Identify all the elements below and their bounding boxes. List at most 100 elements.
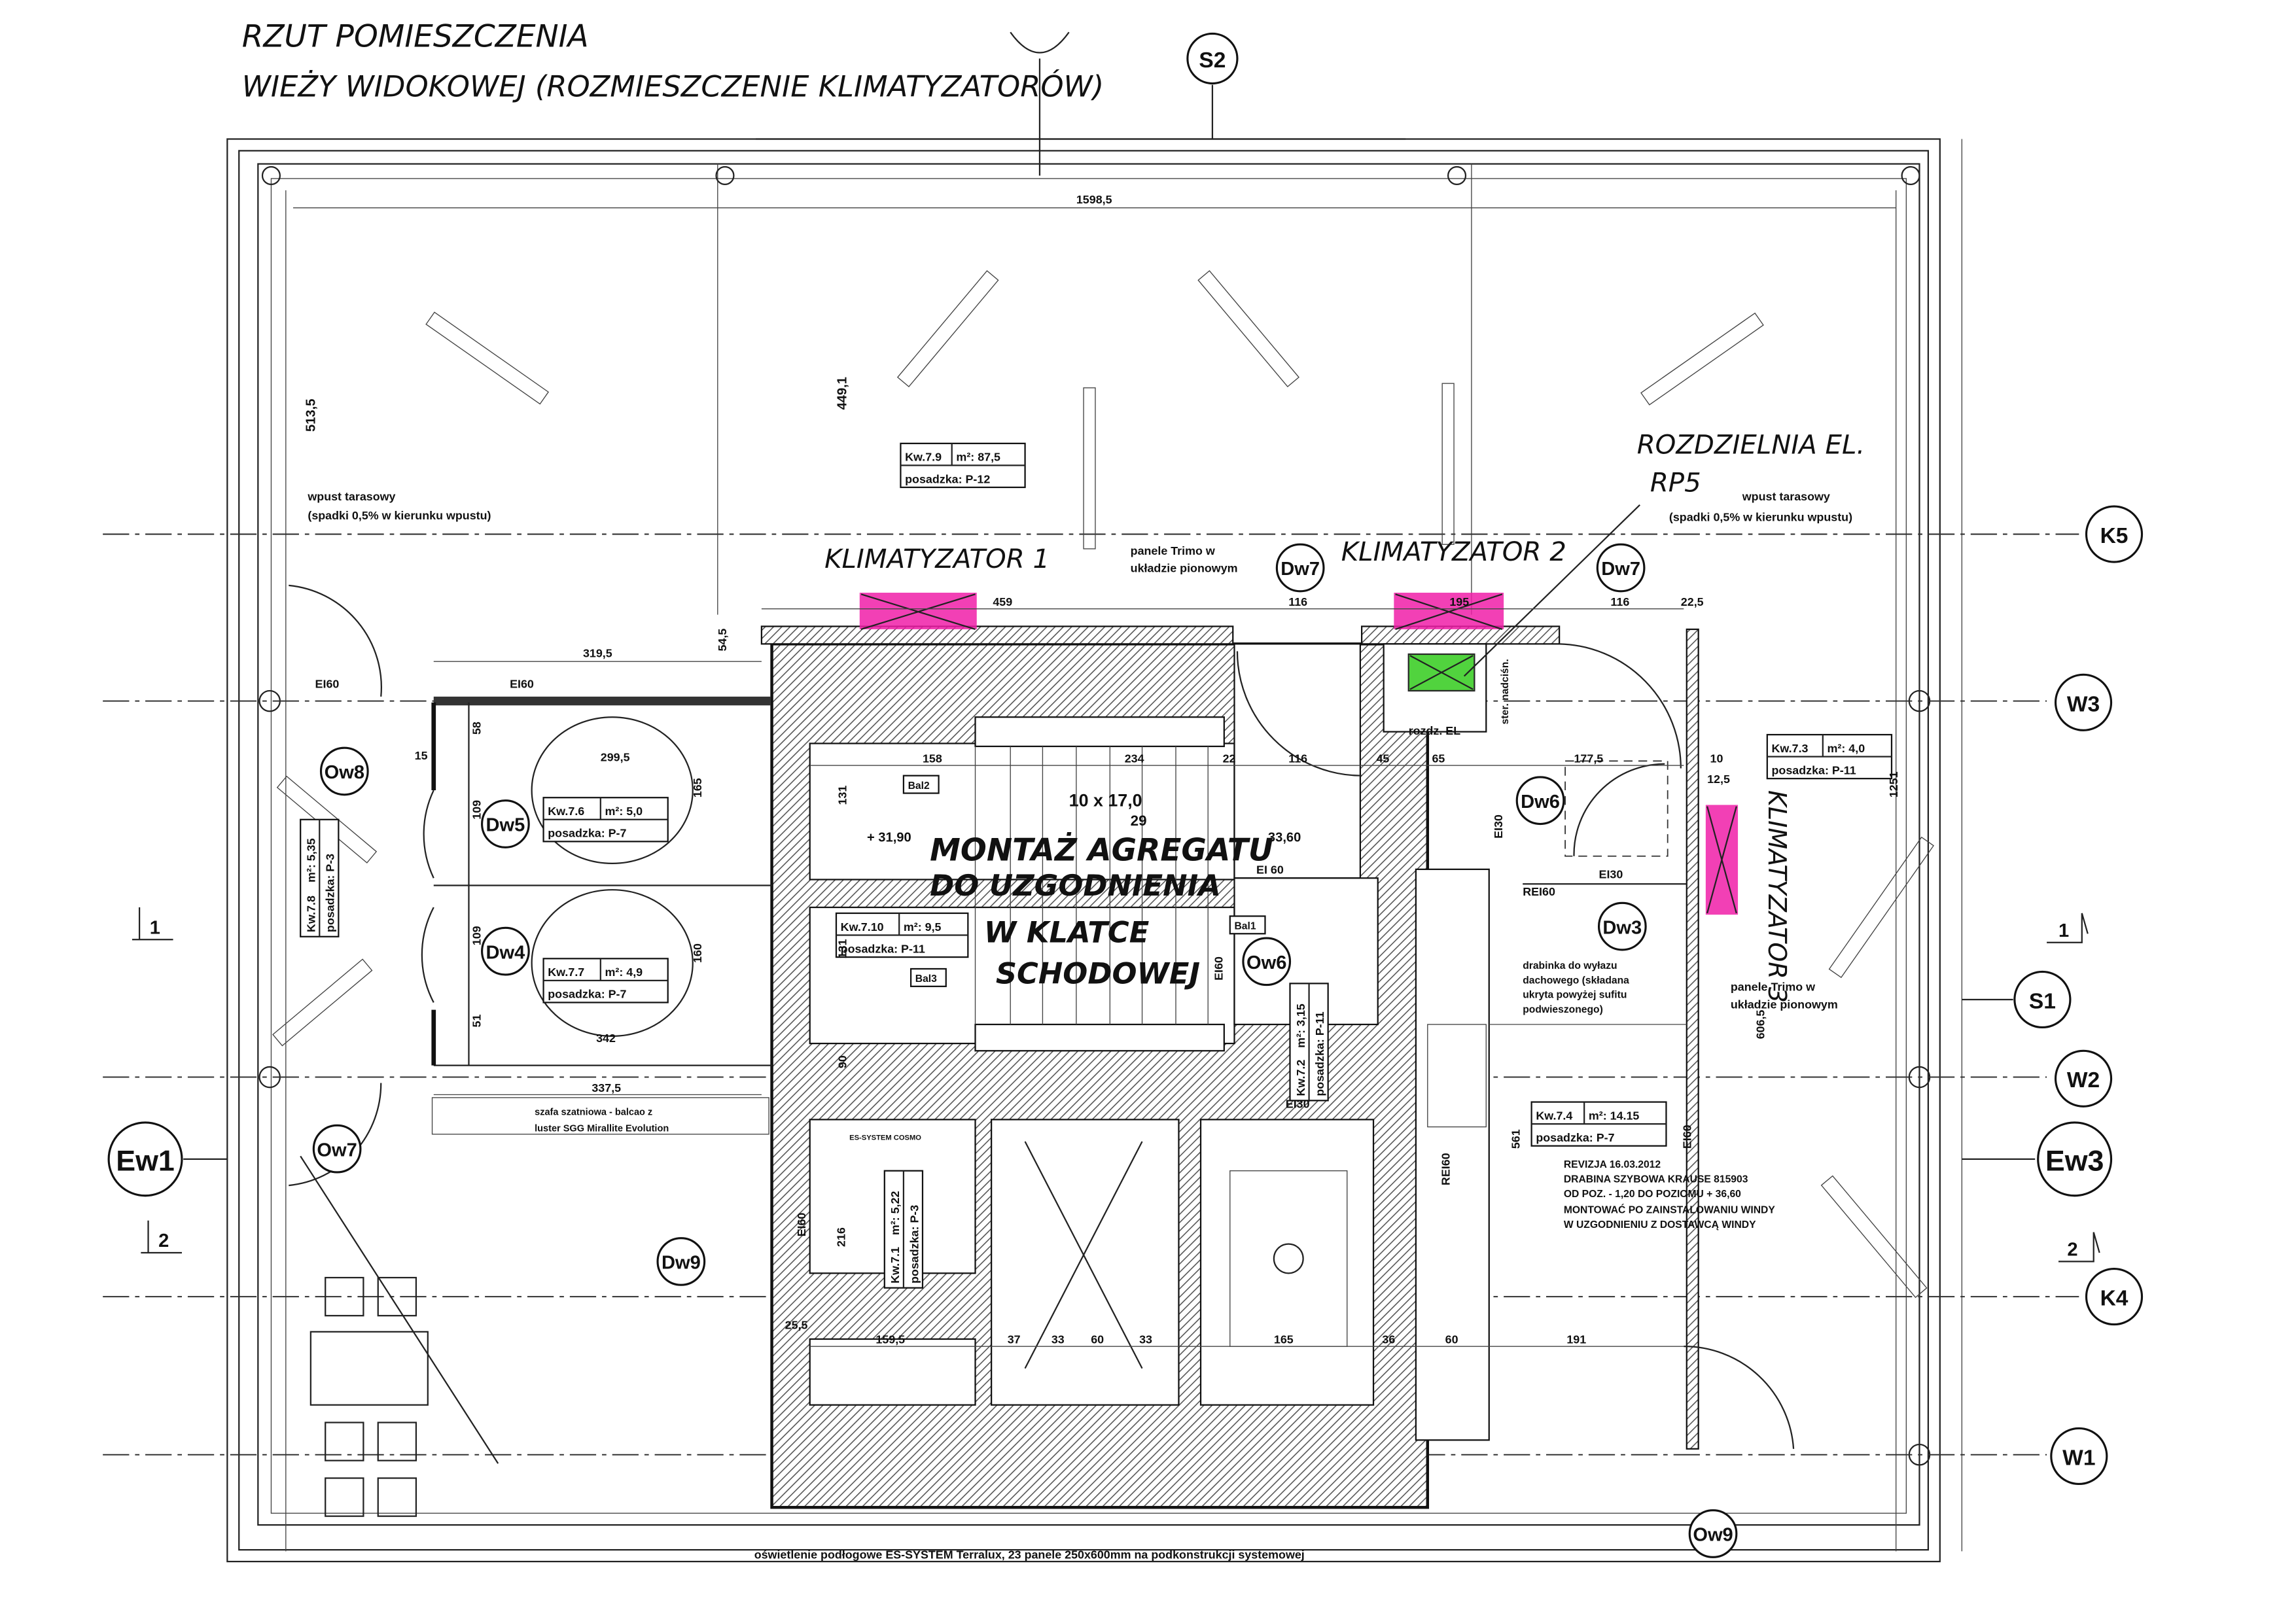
dimension: 459 xyxy=(993,595,1012,608)
right-rooms xyxy=(1236,643,1795,1449)
ac1-label: KLIMATYZATOR 1 xyxy=(824,544,1050,574)
room-area: m²: 14.15 xyxy=(1589,1109,1640,1122)
door-tag: Ow6 xyxy=(1246,952,1286,973)
revision-note: OD POZ. - 1,20 DO POZIOMU + 36,60 xyxy=(1564,1189,1741,1200)
axis-label-ew1: Ew1 xyxy=(116,1145,175,1178)
room-floor: posadzka: P-11 xyxy=(841,942,925,955)
room-id: Kw.7.7 xyxy=(548,966,584,979)
room-id: Kw.7.1 xyxy=(889,1247,902,1283)
axis-label-s1: S1 xyxy=(2029,989,2056,1013)
room-id: Kw.7.4 xyxy=(1536,1109,1572,1122)
dimension: 449,1 xyxy=(836,377,850,410)
dimension: 116 xyxy=(1610,595,1629,608)
title-line-2: WIEŻY WIDOKOWEJ (ROZMIESZCZENIE KLIMATYZ… xyxy=(242,69,1104,104)
building-outline xyxy=(226,138,1963,1563)
bal2-tag: Bal2 xyxy=(908,780,930,792)
title-line-1: RZUT POMIESZCZENIA xyxy=(242,19,589,55)
handwritten-notes: KLIMATYZATOR 1 KLIMATYZATOR 2 KLIMATYZAT… xyxy=(824,430,1865,1003)
room-floor: posadzka: P-3 xyxy=(908,1205,921,1283)
dimension: 606,5 xyxy=(1754,1010,1767,1039)
note-line3: W KLATCE xyxy=(984,915,1149,950)
room-id: Kw.7.2 xyxy=(1294,1060,1307,1096)
dimension: 234 xyxy=(1125,752,1144,765)
door-tag: Dw9 xyxy=(662,1253,701,1274)
dimension: 165 xyxy=(691,778,704,797)
section-markers: 1 1 2 2 xyxy=(132,907,2100,1263)
dimension: 216 xyxy=(834,1227,847,1247)
ac3-label: KLIMATYZATOR 3 xyxy=(1763,790,1792,1003)
dimension: 299,5 xyxy=(601,750,630,763)
fire-rating: EI 60 xyxy=(1256,864,1284,877)
room-area: m²: 5,22 xyxy=(889,1191,902,1236)
dimension: 109 xyxy=(470,926,483,945)
note-line2: DO UZGODNIENIA xyxy=(930,868,1221,903)
dimension: 158 xyxy=(923,752,942,765)
panel-label-line1: ROZDZIELNIA EL. xyxy=(1637,430,1865,461)
air-conditioner-2 xyxy=(1394,593,1504,631)
door-tag: Dw6 xyxy=(1521,792,1560,812)
section-marker-1-right: 1 xyxy=(2058,920,2069,941)
dimensions: 1598,5 449,1 513,5 319,5 299,5 342 337,5… xyxy=(293,193,1900,1347)
room-floor: posadzka: P-11 xyxy=(1772,763,1856,777)
fire-rating: EI60 xyxy=(795,1213,808,1237)
dimension: 160 xyxy=(691,943,704,963)
room-area: m²: 4,0 xyxy=(1828,742,1865,755)
axis-label-s2: S2 xyxy=(1199,48,1226,73)
rozdz-label: rozdz. EL xyxy=(1409,724,1461,737)
fire-rating: EI30 xyxy=(1492,814,1505,839)
dimension: 1251 xyxy=(1887,771,1900,797)
dimension: 90 xyxy=(836,1055,849,1068)
revision-note: MONTOWAĆ PO ZAINSTALOWANIU WINDY xyxy=(1564,1204,1776,1216)
dimension: 195 xyxy=(1449,595,1469,608)
ladder-note: drabinka do wyłazu xyxy=(1523,960,1617,971)
dimension: 22 xyxy=(1223,752,1236,765)
dimension: 15 xyxy=(415,749,428,762)
wardrobe-note: szafa szatniowa - balcao z xyxy=(535,1108,652,1118)
trimo-note: panele Trimo w xyxy=(1731,981,1815,994)
dimension: 116 xyxy=(1288,752,1307,765)
dimension: 45 xyxy=(1376,752,1389,765)
bal1-tag: Bal1 xyxy=(1234,921,1256,932)
room-area: m²: 5,0 xyxy=(605,805,643,818)
electrical-panel-rp5 xyxy=(1407,504,1640,692)
fire-rating: EI60 xyxy=(510,677,534,690)
stairs-step-label: 29 xyxy=(1131,812,1147,829)
axis-bubbles: S2 K5 W3 S1 W2 Ew3 K4 W1 Ew1 xyxy=(107,32,2144,1486)
room-floor: posadzka: P-7 xyxy=(548,988,626,1001)
stairs-label: 10 x 17,0 xyxy=(1069,791,1142,811)
room-area: m²: 3,15 xyxy=(1294,1003,1307,1048)
ster-label: ster. nadciśn. xyxy=(1500,659,1511,724)
room-area: m²: 4,9 xyxy=(605,966,643,979)
note-line4: SCHODOWEJ xyxy=(996,956,1200,990)
dimension: 60 xyxy=(1091,1333,1104,1346)
dimension: 25,5 xyxy=(785,1318,808,1331)
room-floor: posadzka: P-12 xyxy=(905,472,990,485)
dimension: 342 xyxy=(596,1032,616,1045)
fire-rating: REI60 xyxy=(1439,1153,1452,1185)
room-id: Kw.7.8 xyxy=(305,896,318,932)
dimension: 165 xyxy=(1274,1333,1294,1346)
dimension: 22,5 xyxy=(1681,595,1704,608)
axis-label-k5: K5 xyxy=(2100,524,2128,548)
ac2-label: KLIMATYZATOR 2 xyxy=(1341,537,1566,567)
section-marker-2-right: 2 xyxy=(2067,1239,2077,1260)
ladder-note: podwieszonego) xyxy=(1523,1004,1603,1015)
door-tag: Dw7 xyxy=(1601,559,1640,580)
room-area: m²: 9,5 xyxy=(904,920,942,934)
trimo-note: układzie pionowym xyxy=(1731,998,1838,1011)
room-area: m²: 87,5 xyxy=(956,451,1000,464)
dimension: 513,5 xyxy=(304,399,319,432)
fire-rating: EI60 xyxy=(1680,1125,1693,1149)
door-tags: Ow8 Dw5 Dw4 Ow7 Dw9 Ow6 Dw6 Dw3 Dw7 Dw7 … xyxy=(312,543,1738,1558)
fire-rating: EI30 xyxy=(1599,867,1623,881)
door-tag: Dw4 xyxy=(486,942,525,963)
dimension: 131 xyxy=(836,939,849,958)
dimension: 191 xyxy=(1566,1333,1586,1346)
section-marker-2-left: 2 xyxy=(158,1230,169,1251)
note-line1: MONTAŻ AGREGATU xyxy=(930,832,1273,868)
dimension: 116 xyxy=(1288,595,1307,608)
